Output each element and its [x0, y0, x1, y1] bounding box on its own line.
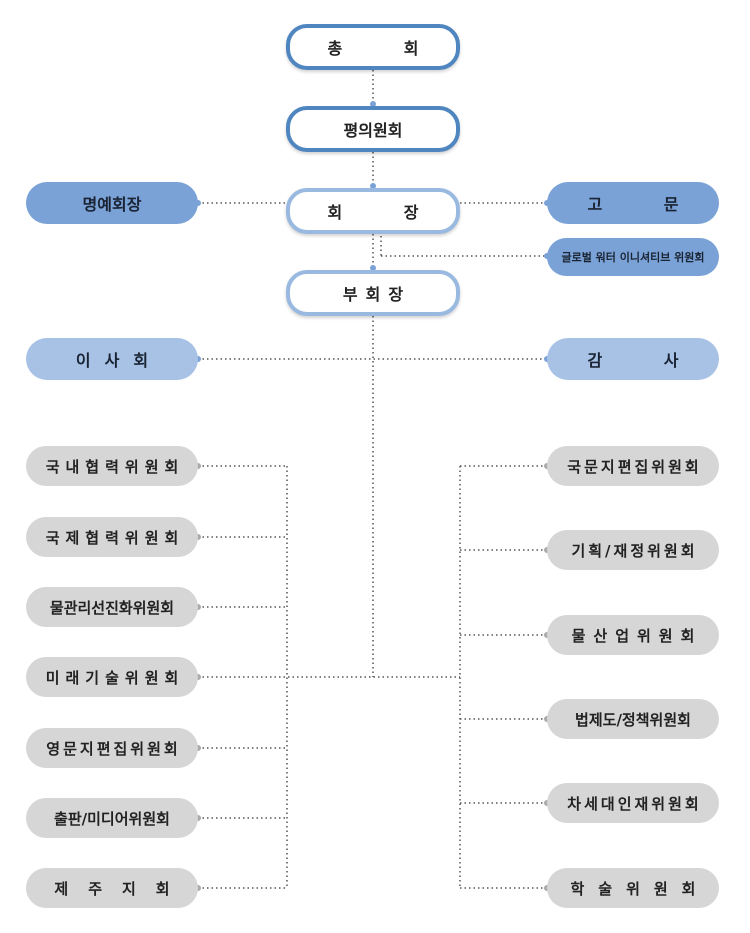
committee-academic: 학술위원회: [547, 868, 719, 908]
committee-future-technology: 미래기술위원회: [26, 657, 198, 697]
committee-english-journal: 영문지편집위원회: [26, 728, 198, 768]
committee-domestic-cooperation: 국내협력위원회: [26, 446, 198, 486]
node-board-of-directors: 이사회: [26, 338, 198, 380]
node-global-water-initiative: 글로벌 워터 이니셔티브 위원회: [547, 238, 719, 276]
committee-water-industry: 물산업위원회: [547, 615, 719, 655]
node-audit: 감 사: [547, 338, 719, 380]
committee-publication-media: 출판/미디어위원회: [26, 798, 198, 838]
committee-next-generation: 차세대인재위원회: [547, 783, 719, 823]
committee-international-cooperation: 국제협력위원회: [26, 517, 198, 557]
node-advisor: 고 문: [547, 182, 719, 224]
node-council: 평의원회: [286, 106, 460, 152]
committee-law-policy: 법제도/정책위원회: [547, 699, 719, 739]
committee-korean-journal: 국문지편집위원회: [547, 446, 719, 486]
committee-water-management: 물관리선진화위원회: [26, 587, 198, 627]
node-vice-chairman: 부회장: [286, 270, 460, 316]
node-honorary-chairman: 명예회장: [26, 182, 198, 224]
node-chairman: 회 장: [286, 188, 460, 234]
committee-planning-finance: 기획/재정위원회: [547, 530, 719, 570]
node-general-assembly: 총 회: [286, 24, 460, 70]
branch-jeju: 제주지회: [26, 868, 198, 908]
